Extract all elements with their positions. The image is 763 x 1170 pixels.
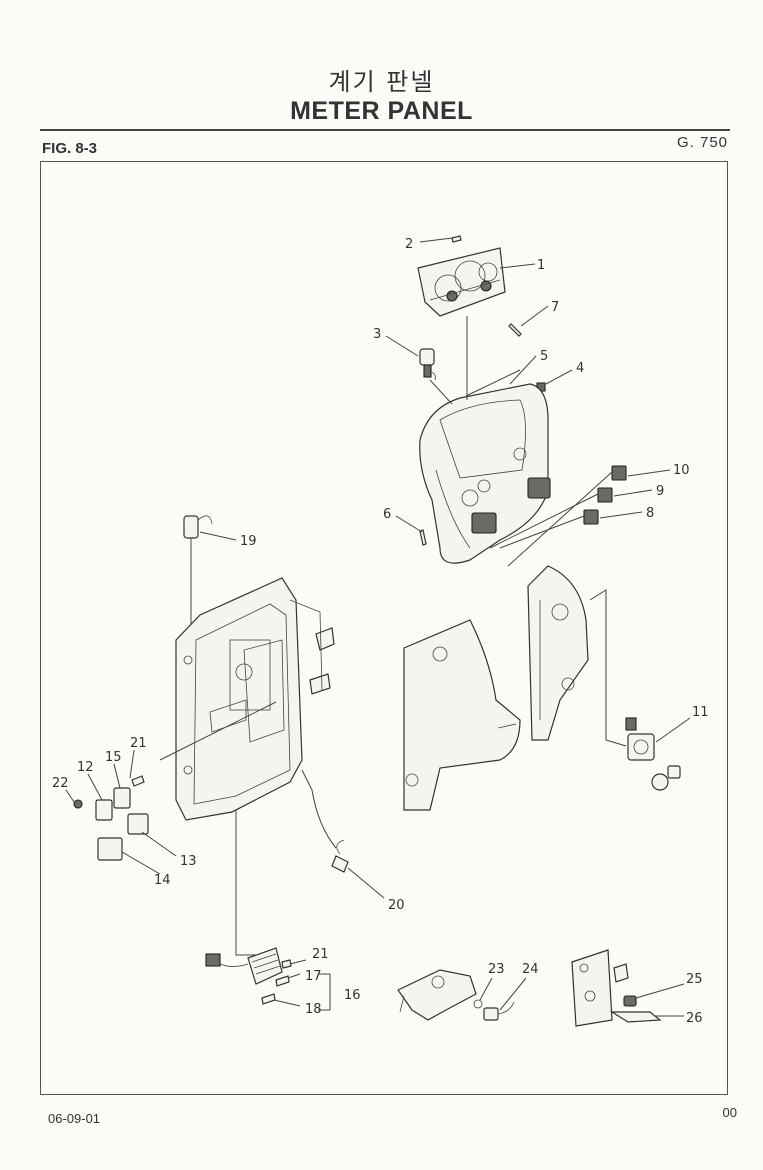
callout-4: 4	[576, 361, 584, 376]
washer-part-23[interactable]	[473, 999, 483, 1009]
mounting-plate[interactable]	[571, 949, 629, 1027]
pedal-switch-assembly[interactable]	[397, 969, 477, 1021]
key-switch[interactable]	[625, 717, 681, 791]
callout-25: 25	[686, 972, 703, 987]
bolt-part-21a[interactable]	[131, 775, 145, 787]
bracket-part-17[interactable]	[275, 975, 290, 987]
callout-6: 6	[383, 507, 391, 522]
callout-8: 8	[646, 506, 654, 521]
figure-number: FIG. 8-3	[42, 140, 98, 157]
bracket-part-18[interactable]	[261, 993, 276, 1005]
sensor-part-20[interactable]	[331, 839, 349, 873]
callout-12: 12	[77, 760, 94, 775]
diagram-frame	[40, 161, 728, 1095]
callout-15: 15	[105, 750, 122, 765]
callout-1: 1	[537, 258, 545, 273]
rocker-switch-10[interactable]	[611, 465, 627, 481]
callout-19: 19	[240, 534, 257, 549]
callout-9: 9	[656, 484, 664, 499]
callout-5: 5	[540, 349, 548, 364]
dash-housing[interactable]	[419, 383, 551, 564]
callout-21-lower: 21	[312, 947, 329, 962]
bracket-part-26[interactable]	[609, 1011, 662, 1023]
page-title: METER PANEL	[290, 97, 473, 125]
bolt-part-21b[interactable]	[281, 959, 292, 969]
side-cover-right[interactable]	[527, 565, 589, 741]
relay-part-14[interactable]	[97, 837, 123, 861]
callout-11: 11	[692, 705, 709, 720]
revision-date: 06-09-01	[48, 1111, 101, 1126]
callout-3: 3	[373, 327, 381, 342]
callout-13: 13	[180, 854, 197, 869]
relay-module[interactable]	[205, 947, 283, 985]
column-bracket[interactable]	[175, 577, 335, 821]
callout-20: 20	[388, 898, 405, 913]
side-cover-left[interactable]	[403, 619, 521, 811]
callout-16: 16	[344, 988, 361, 1003]
page-title-korean: 계기 판넬	[328, 68, 435, 96]
callout-24: 24	[522, 962, 539, 977]
callout-17: 17	[305, 969, 322, 984]
callout-2: 2	[405, 237, 413, 252]
page-number: 00	[722, 1105, 737, 1120]
relay-part-13[interactable]	[127, 813, 149, 835]
callout-21-upper: 21	[130, 736, 147, 751]
switch-part-25[interactable]	[623, 995, 637, 1007]
callout-10: 10	[673, 463, 690, 478]
model-code: G. 750	[676, 134, 728, 151]
rocker-switch-8[interactable]	[583, 509, 599, 525]
callout-14: 14	[154, 873, 171, 888]
switch-knob[interactable]	[419, 348, 436, 381]
meter-cluster[interactable]	[417, 247, 506, 317]
relay-part-12[interactable]	[95, 799, 113, 821]
washer-part-22[interactable]	[73, 799, 83, 809]
screw-part-6[interactable]	[419, 529, 427, 546]
pin-part-7[interactable]	[508, 323, 522, 337]
callout-7: 7	[551, 300, 559, 315]
callout-18: 18	[305, 1002, 322, 1017]
relay-part-15[interactable]	[113, 787, 131, 809]
callout-23: 23	[488, 962, 505, 977]
callout-22: 22	[52, 776, 69, 791]
rocker-switch-9[interactable]	[597, 487, 613, 503]
screw-part-2[interactable]	[451, 235, 462, 243]
callout-26: 26	[686, 1011, 703, 1026]
header-rule	[40, 129, 730, 131]
switch-part-24[interactable]	[483, 1001, 515, 1021]
